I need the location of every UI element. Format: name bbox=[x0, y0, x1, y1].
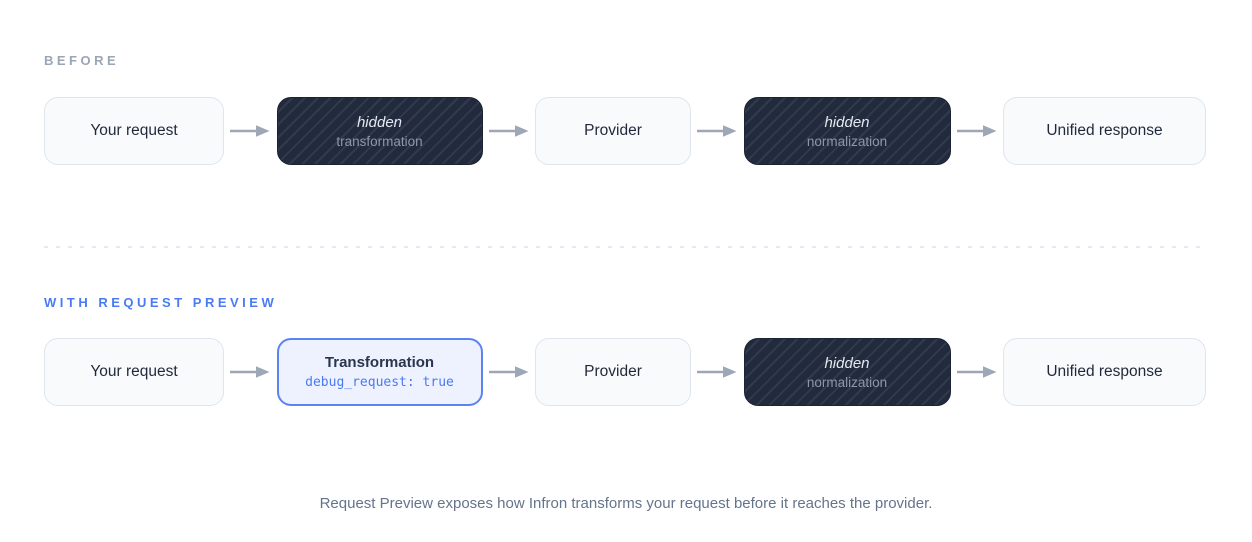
node-title: Your request bbox=[90, 122, 178, 139]
node-hidden-transformation: hidden transformation bbox=[276, 97, 483, 165]
node-subtitle: transformation bbox=[336, 133, 423, 149]
node-subtitle: normalization bbox=[806, 133, 888, 149]
section-divider bbox=[44, 246, 1208, 248]
node-title: hidden bbox=[824, 113, 870, 131]
node-provider: Provider bbox=[535, 97, 691, 165]
arrow-right-icon bbox=[691, 365, 744, 379]
node-title: Unified response bbox=[1046, 122, 1163, 139]
node-title: Provider bbox=[584, 363, 642, 380]
node-your-request: Your request bbox=[44, 97, 224, 165]
node-provider: Provider bbox=[535, 338, 691, 406]
node-subtitle-code: debug_request: true bbox=[305, 375, 454, 390]
node-your-request: Your request bbox=[44, 338, 224, 406]
pipeline-row-before: Your request hidden transformation Provi… bbox=[44, 97, 1206, 165]
node-title: Transformation bbox=[324, 354, 435, 371]
arrow-right-icon bbox=[483, 124, 536, 138]
node-title: Your request bbox=[90, 363, 178, 380]
arrow-right-icon bbox=[691, 124, 744, 138]
pipeline-row-after: Your request Transformation debug_reques… bbox=[44, 338, 1206, 406]
caption: Request Preview exposes how Infron trans… bbox=[319, 495, 933, 512]
section-label-with-request-preview: WITH REQUEST PREVIEW bbox=[44, 295, 278, 310]
node-hidden-normalization: hidden normalization bbox=[743, 97, 951, 165]
node-unified-response: Unified response bbox=[1003, 338, 1206, 406]
arrow-right-icon bbox=[951, 365, 1004, 379]
node-unified-response: Unified response bbox=[1003, 97, 1206, 165]
node-title: hidden bbox=[356, 113, 403, 131]
node-hidden-normalization: hidden normalization bbox=[743, 338, 951, 406]
node-title: Provider bbox=[584, 122, 642, 139]
arrow-right-icon bbox=[224, 124, 277, 138]
arrow-right-icon bbox=[224, 365, 277, 379]
node-transformation-preview: Transformation debug_request: true bbox=[276, 338, 483, 406]
node-title: hidden bbox=[824, 354, 870, 372]
section-label-before: BEFORE bbox=[44, 53, 120, 68]
arrow-right-icon bbox=[483, 365, 536, 379]
arrow-right-icon bbox=[951, 124, 1004, 138]
node-title: Unified response bbox=[1046, 363, 1163, 380]
node-subtitle: normalization bbox=[806, 374, 888, 390]
